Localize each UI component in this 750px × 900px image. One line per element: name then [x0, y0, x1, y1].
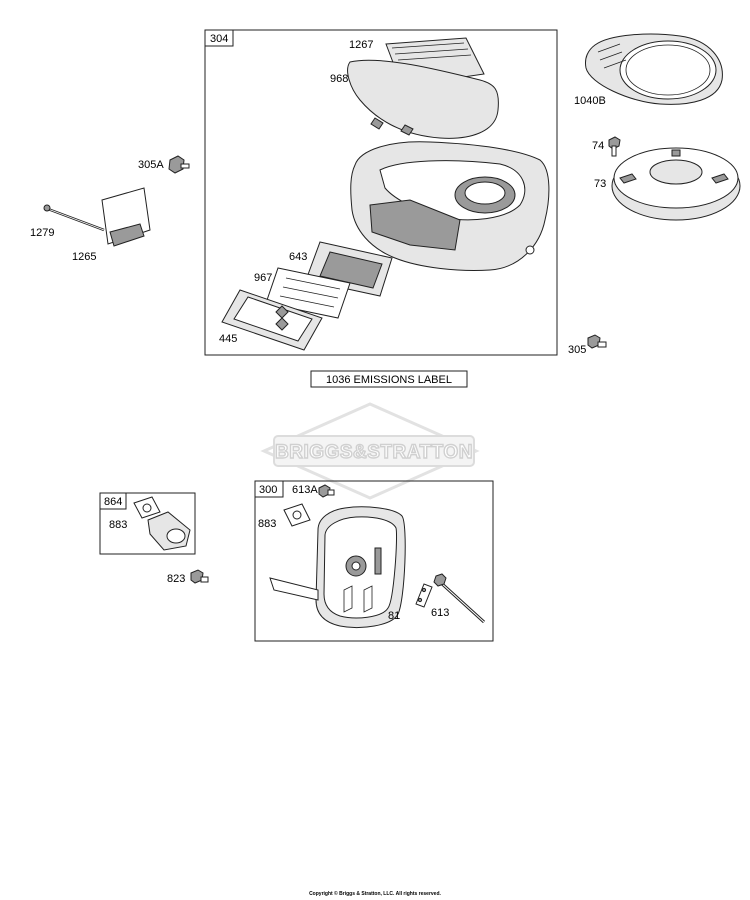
label-613: 613: [431, 607, 449, 619]
label-305: 305: [568, 344, 586, 356]
emissions-label-box: [310, 370, 468, 388]
copyright-text: Copyright © Briggs & Stratton, LLC. All …: [309, 890, 441, 897]
box-id-300: 300: [259, 484, 277, 496]
label-968: 968: [330, 73, 348, 85]
label-823: 823: [167, 573, 185, 585]
part-967-label: [265, 267, 351, 319]
box-id-304: 304: [210, 33, 228, 45]
label-1279: 1279: [30, 227, 54, 239]
label-1040B: 1040B: [574, 95, 606, 107]
part-blower-housing: [350, 141, 550, 271]
label-74: 74: [592, 140, 604, 152]
part-1265-baffle: [101, 187, 151, 247]
label-883-right: 883: [258, 518, 276, 530]
part-1040B-screen: [585, 33, 723, 105]
label-445: 445: [219, 333, 237, 345]
box-id-864: 864: [104, 496, 122, 508]
label-73: 73: [594, 178, 606, 190]
emissions-label-text: 1036 EMISSIONS LABEL: [326, 374, 452, 386]
part-883-gasket-left: [133, 496, 161, 519]
part-73-cover: [611, 147, 741, 221]
label-305A: 305A: [138, 159, 164, 171]
label-1267: 1267: [349, 39, 373, 51]
label-81: 81: [388, 610, 400, 622]
part-1279-bolt: [43, 204, 105, 232]
group-box-864: [99, 492, 196, 555]
part-883-gasket-right: [283, 503, 311, 527]
part-864-exhaust-adapter: [147, 511, 191, 551]
label-1265: 1265: [72, 251, 96, 263]
group-box-304: [204, 29, 558, 356]
watermark-text: BRIGGS&STRATTON: [275, 442, 473, 463]
part-81-lock: [415, 583, 433, 608]
part-613A-screw: [318, 484, 335, 498]
part-305A-screw: [168, 155, 190, 174]
part-muffler: [269, 506, 406, 628]
label-643: 643: [289, 251, 307, 263]
part-445-bezel: [221, 289, 323, 351]
label-967: 967: [254, 272, 272, 284]
label-613A: 613A: [292, 484, 318, 496]
part-74-screw: [608, 136, 621, 157]
group-box-300: [254, 480, 494, 642]
brand-watermark: BRIGGS&STRATTON: [260, 402, 480, 500]
part-305-screw: [587, 334, 607, 349]
part-823-screw: [190, 569, 209, 584]
part-613-bolt: [433, 573, 486, 624]
part-968-shroud: [347, 59, 499, 139]
label-883-left: 883: [109, 519, 127, 531]
